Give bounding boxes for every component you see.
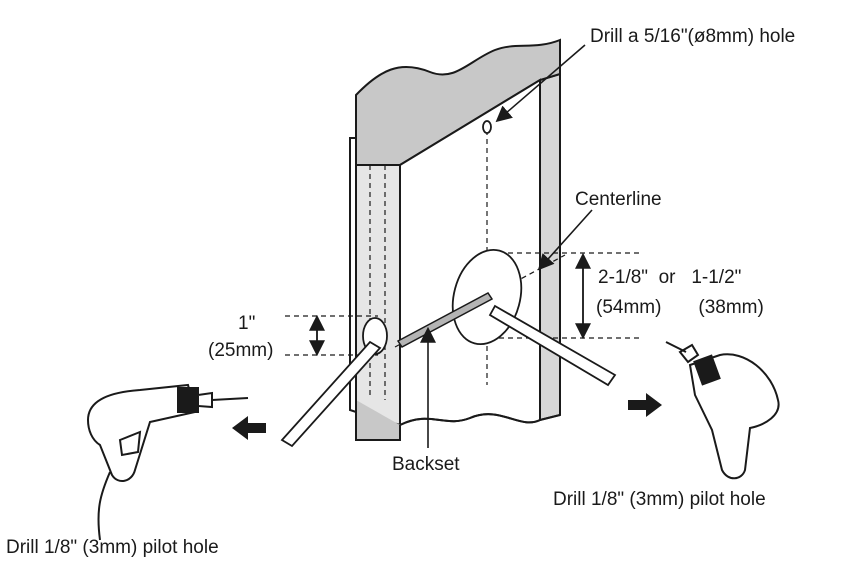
left-drill-icon	[86, 383, 249, 541]
drill-bits	[280, 304, 617, 448]
label-centerline: Centerline	[575, 189, 662, 210]
label-dim-right-mm: (54mm) (38mm)	[596, 297, 764, 318]
arrow-left	[232, 416, 266, 440]
arrow-right	[628, 393, 662, 417]
label-dim-left-mm: (25mm)	[208, 340, 273, 361]
label-pilot-left: Drill 1/8" (3mm) pilot hole	[6, 537, 219, 558]
label-dim-right-in: 2-1/8" or 1-1/2"	[598, 267, 741, 288]
top-small-hole	[482, 120, 492, 134]
door-top-face	[355, 38, 561, 166]
label-pilot-right: Drill 1/8" (3mm) pilot hole	[553, 489, 766, 510]
label-dim-left-in: 1"	[238, 313, 255, 334]
left-drill-bit	[280, 340, 382, 448]
leader-lines	[420, 44, 593, 448]
direction-arrows	[232, 393, 662, 440]
label-backset: Backset	[392, 454, 460, 475]
door	[349, 38, 561, 441]
dimension-arrows	[309, 252, 591, 357]
right-drill-bit	[488, 304, 617, 387]
labels: Drill a 5/16"(ø8mm) hole Centerline 1" (…	[6, 26, 795, 558]
right-drill-icon	[665, 341, 780, 480]
door-side-face	[539, 72, 561, 422]
label-drill-top: Drill a 5/16"(ø8mm) hole	[590, 26, 795, 47]
leader-drill-top	[495, 44, 586, 123]
door-edge-face	[355, 164, 401, 427]
leader-centerline	[537, 209, 593, 271]
